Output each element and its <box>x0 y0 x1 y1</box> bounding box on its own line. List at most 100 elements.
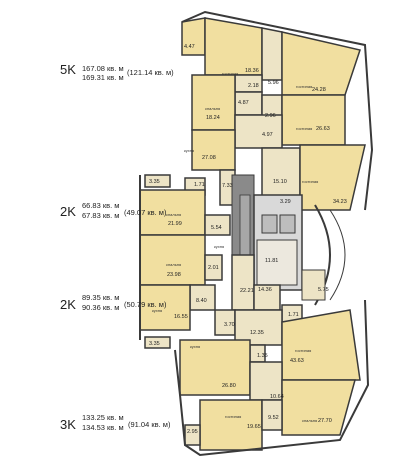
area-5-75: 5.75 <box>318 287 329 293</box>
area-4-87: 4.87 <box>238 100 249 106</box>
area-3-35-a: 3.35 <box>149 179 160 185</box>
apt-code: 2K <box>60 204 76 219</box>
room-living-43-63 <box>281 309 361 381</box>
area-27-08: 27.08 <box>202 155 216 161</box>
name-living-2: гостиная <box>296 84 312 89</box>
area-1-35: 1.35 <box>257 353 268 359</box>
name-kitchen-1: кухня <box>184 148 194 153</box>
area-11-81: 11.81 <box>265 258 278 264</box>
area-27-70: 27.70 <box>318 418 332 424</box>
room-bedroom-18-24 <box>191 74 236 131</box>
name-living-6: гостиная <box>225 414 241 419</box>
room-hall-5-75 <box>301 269 326 301</box>
apt-code: 5K <box>60 62 76 77</box>
area-14-36: 14.36 <box>258 287 272 293</box>
room-kitchen-27-08 <box>191 129 236 171</box>
room-hall-15-10 <box>261 147 301 201</box>
area-4-47: 4.47 <box>184 44 195 50</box>
area-18-36: 18.36 <box>245 68 259 74</box>
name-bedroom-1: спальня <box>205 106 220 111</box>
name-living-4: гостиная <box>302 179 318 184</box>
area-5-96: 5.96 <box>268 80 279 86</box>
area-34-23: 34.23 <box>333 199 347 205</box>
apt-living-area: (49.07 кв. м) <box>124 208 167 217</box>
apt-label-5k: 5K 167.08 кв. м 169.31 кв. м (121.14 кв.… <box>60 62 174 82</box>
room-bedroom-27-70 <box>281 379 356 436</box>
apt-living-area: (121.14 кв. м) <box>127 68 174 77</box>
name-living-5: гостиная <box>295 348 311 353</box>
area-5-54: 5.54 <box>211 225 222 231</box>
area-15-10: 15.10 <box>273 179 287 185</box>
apt-living-area: (50.79 кв. м) <box>124 300 167 309</box>
area-2-96: 2.96 <box>265 113 276 119</box>
apt-total-area: 66.83 кв. м <box>82 201 120 210</box>
apartment-3k[interactable] <box>144 304 361 451</box>
apartment-5k[interactable] <box>181 17 361 171</box>
apt-code: 3K <box>60 417 76 432</box>
area-23-98: 23.98 <box>167 272 181 278</box>
room-bath-5-96 <box>261 27 283 81</box>
area-1-71-a: 1.71 <box>194 182 205 188</box>
apt-code: 2K <box>60 297 76 312</box>
apt-total-area: 89.35 кв. м <box>82 293 120 302</box>
room-corridor-22-21 <box>231 254 255 311</box>
area-26-63: 26.63 <box>316 126 330 132</box>
outer-wall <box>139 10 374 457</box>
apt-total-area: 167.08 кв. м <box>82 64 124 73</box>
area-4-97: 4.97 <box>262 132 273 138</box>
room-bath-5-54 <box>204 214 231 236</box>
area-3-29: 3.29 <box>280 199 291 205</box>
room-balcony-2-95 <box>184 424 201 446</box>
area-12-35: 12.35 <box>250 330 264 336</box>
area-19-65: 19.65 <box>247 424 261 430</box>
apt-label-2k-upper: 2K 66.83 кв. м 67.83 кв. м (49.07 кв. м) <box>60 201 166 220</box>
area-2-18: 2.18 <box>248 83 259 89</box>
right-upper-rooms[interactable] <box>261 144 366 221</box>
room-name-labels: гостиная гостиная спальня гостиная кухня… <box>152 71 318 423</box>
area-1-71-b: 1.71 <box>288 312 299 318</box>
name-living-3: гостиная <box>296 126 312 131</box>
room-hall-2-01 <box>204 254 223 281</box>
apt-total-area-2: 134.53 кв. м <box>82 423 124 432</box>
apartment-2k-lower[interactable] <box>139 234 281 336</box>
area-24-28: 24.28 <box>312 87 326 93</box>
area-7-33: 7.33 <box>222 183 233 189</box>
room-living-18-36 <box>204 17 263 76</box>
apt-label-3k: 3K 133.25 кв. м 134.53 кв. м (91.04 кв. … <box>60 413 170 432</box>
room-balcony-3-35 <box>144 174 171 188</box>
area-2-95: 2.95 <box>187 429 198 435</box>
area-43-63: 43.63 <box>290 358 304 364</box>
apt-label-2k-lower: 2K 89.35 кв. м 90.36 кв. м (50.79 кв. м) <box>60 293 166 312</box>
name-bedroom-3: спальня <box>166 262 181 267</box>
room-balcony-3-35-b <box>144 336 171 349</box>
room-living-26-63 <box>281 94 346 146</box>
area-16-55: 16.55 <box>174 314 188 320</box>
room-bath-9-52 <box>261 399 283 431</box>
apartment-2k-upper[interactable] <box>139 169 236 236</box>
area-21-99: 21.99 <box>168 221 182 227</box>
name-kitchen-3: кухня <box>152 308 162 313</box>
area-3-70: 3.70 <box>224 322 235 328</box>
name-kitchen-2: кухня <box>214 244 224 249</box>
name-living-1: гостиная <box>222 71 238 76</box>
room-area-labels: 4.47 18.36 5.96 24.28 2.18 4.87 18.24 2.… <box>149 44 347 435</box>
area-2-01: 2.01 <box>208 265 219 271</box>
area-26-80: 26.80 <box>222 383 236 389</box>
area-8-40: 8.40 <box>196 298 207 304</box>
apt-living-area: (91.04 кв. м) <box>128 420 171 429</box>
area-10-64: 10.64 <box>270 394 284 400</box>
apt-total-area-2: 169.31 кв. м <box>82 73 124 82</box>
room-living-34-23 <box>299 144 366 211</box>
name-kitchen-4: кухня <box>190 344 200 349</box>
name-bedroom-4: спальня <box>302 418 317 423</box>
apt-total-area-2: 90.36 кв. м <box>82 303 120 312</box>
apt-total-area-2: 67.83 кв. м <box>82 211 120 220</box>
area-9-52: 9.52 <box>268 415 279 421</box>
room-hall-4-97 <box>234 114 283 149</box>
area-22-21: 22.21 <box>240 288 254 294</box>
area-3-35-b: 3.35 <box>149 341 160 347</box>
area-18-24: 18.24 <box>206 115 220 121</box>
apt-total-area: 133.25 кв. м <box>82 413 124 422</box>
name-bedroom-2: спальня <box>166 212 181 217</box>
